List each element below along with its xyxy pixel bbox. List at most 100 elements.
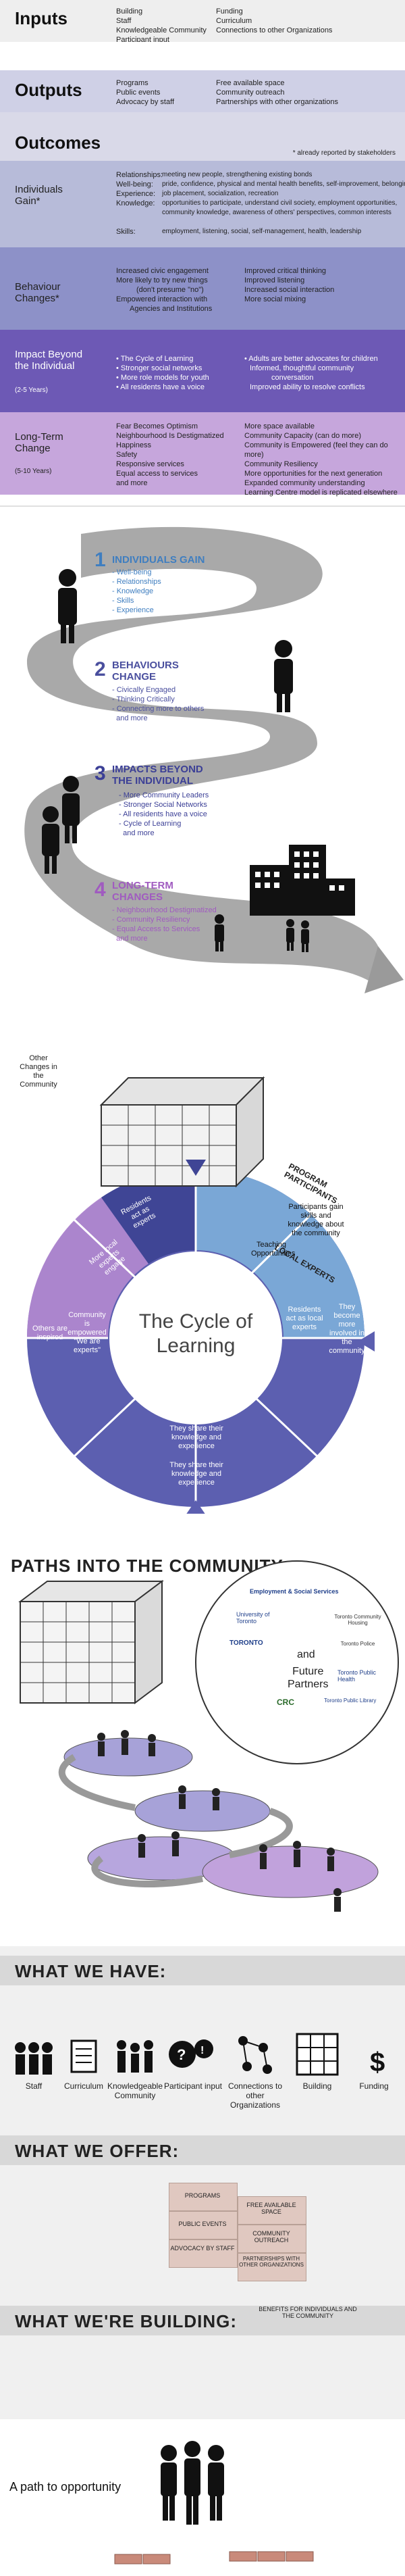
- brick-label: ADVOCACY BY STAFF: [170, 2245, 235, 2252]
- cycle-segment: Others are inspired: [32, 1324, 68, 1341]
- inputs-col1: Building Staff Knowledgeable Community P…: [116, 7, 207, 45]
- step1-item: - Relationships: [112, 578, 161, 586]
- step2-item: and more: [112, 714, 148, 722]
- step3-item: - More Community Leaders: [119, 791, 209, 799]
- partner-logo: CRC: [277, 1698, 294, 1707]
- key: Knowledge:: [116, 199, 155, 207]
- behaviour-col1: Increased civic engagement More likely t…: [116, 266, 212, 314]
- have-caption: Curriculum: [63, 2081, 103, 2091]
- step2-title-line: CHANGE: [112, 671, 157, 683]
- outputs-item: Community outreach: [216, 89, 285, 97]
- partner-logo: Toronto Public Health: [338, 1669, 377, 1683]
- brick-label: PROGRAMS: [184, 2192, 221, 2199]
- connections-icon: [238, 2036, 272, 2074]
- step4-title-line: CHANGES: [112, 891, 163, 903]
- key: Well-being:: [116, 180, 153, 189]
- cycle-title: The Cycle of Learning: [109, 1310, 282, 1358]
- val: meeting new people, strengthening existi…: [162, 171, 313, 178]
- cycle-center: [109, 1252, 282, 1425]
- have-caption: Knowledgeable Community: [107, 2081, 163, 2100]
- step4-list: - Neighbourhood Destigmatized - Communit…: [112, 906, 217, 943]
- longterm-label: Long-Term Change: [15, 431, 63, 454]
- val: job placement, socialization, recreation: [162, 190, 279, 197]
- step2-item: - Connecting more to others: [112, 705, 205, 713]
- person-icon: [161, 2441, 224, 2525]
- item: • The Cycle of Learning: [116, 355, 194, 363]
- step2-number: 2: [94, 658, 106, 680]
- partners-future: Future Partners: [288, 1665, 328, 1691]
- longterm-col1: Fear Becomes Optimism Neighbourhood Is D…: [116, 422, 224, 488]
- path-section: 1 INDIVIDUALS GAIN - Well-being - Relati…: [0, 514, 405, 1027]
- step4-item: - Equal Access to Services: [112, 925, 200, 933]
- step1-item: - Knowledge: [112, 587, 154, 595]
- cycle-arrow: [186, 1160, 206, 1176]
- path-arrow: [91, 1856, 203, 1887]
- impact-sub: (2-5 Years): [15, 387, 48, 394]
- community-icon: [117, 2040, 153, 2073]
- item: More likely to try new things: [116, 276, 208, 284]
- step3-item: - All residents have a voice: [119, 810, 207, 818]
- step1-title: INDIVIDUALS GAIN: [112, 554, 205, 566]
- building-title: WHAT WE'RE BUILDING:: [15, 2311, 237, 2331]
- inputs-band: Inputs Building Staff Knowledgeable Comm…: [0, 0, 405, 45]
- participant-input-icon: ? !: [169, 2039, 213, 2068]
- impact-col2: • Adults are better advocates for childr…: [244, 354, 378, 392]
- item: Community Resiliency: [244, 460, 318, 468]
- step3-number: 3: [94, 762, 106, 785]
- cycle-ring-dark: [101, 1168, 196, 1264]
- step1-item: - Experience: [112, 606, 154, 614]
- step4-item: - Community Resiliency: [112, 916, 190, 924]
- item: Expanded community understanding: [244, 479, 365, 487]
- step4-item: and more: [112, 935, 148, 943]
- road-arrow: [364, 946, 404, 993]
- step2-title-line: BEHAVIOURS: [112, 660, 179, 671]
- cycle-ring-light: [196, 1169, 364, 1338]
- outputs-item: Public events: [116, 89, 161, 97]
- item: (don't presume "no"): [136, 286, 204, 294]
- step1-number: 1: [94, 549, 106, 571]
- brick: [238, 2196, 306, 2225]
- brick-label: PARTNERSHIPS WITH OTHER ORGANIZATIONS: [239, 2256, 304, 2268]
- outputs-col1: Programs Public events Advocacy by staff: [116, 78, 174, 107]
- step4-title: LONG-TERM CHANGES: [112, 880, 173, 903]
- item: Improved critical thinking: [244, 267, 327, 275]
- item: More space available: [244, 422, 315, 430]
- outputs-title: Outputs: [15, 80, 82, 100]
- step2-title: BEHAVIOURS CHANGE: [112, 660, 179, 683]
- path-platform: [134, 1790, 271, 1832]
- behaviour-band: Behaviour Changes* Increased civic engag…: [0, 247, 405, 330]
- impact-label: Impact Beyond the Individual: [15, 349, 83, 372]
- opportunity-text: A path to opportunity: [9, 2480, 122, 2494]
- partner-logo: Toronto Police: [340, 1641, 375, 1647]
- have-caption: Staff: [25, 2081, 43, 2091]
- step3-title-line: IMPACTS BEYOND: [112, 764, 203, 775]
- step3-title: IMPACTS BEYOND THE INDIVIDUAL: [112, 764, 203, 787]
- step3-list: - More Community Leaders - Stronger Soci…: [119, 791, 209, 838]
- item: Equal access to services: [116, 470, 198, 478]
- item: Improved listening: [244, 276, 305, 284]
- val: employment, listening, social, self-mana…: [162, 228, 362, 235]
- paths-illustration: [18, 1560, 399, 1912]
- partner-circle: [195, 1560, 399, 1764]
- other-changes-label: Other Changes in the Community: [20, 1054, 57, 1089]
- step4-item: - Neighbourhood Destigmatized: [112, 906, 217, 914]
- key: Skills:: [116, 228, 136, 236]
- step3-title-line: THE INDIVIDUAL: [112, 775, 193, 787]
- step1-item: - Skills: [112, 597, 134, 605]
- outputs-band: Outputs Programs Public events Advocacy …: [0, 70, 405, 112]
- brick: [169, 2183, 238, 2211]
- brick-label: FREE AVAILABLE SPACE: [246, 2202, 296, 2215]
- person-icon: [58, 569, 77, 643]
- inputs-item: Staff: [116, 17, 132, 25]
- partners-future-line: Future: [292, 1666, 324, 1677]
- behaviour-col2: Improved critical thinking Improved list…: [244, 266, 334, 304]
- cycle-ring-purple: [26, 1197, 148, 1338]
- step4-title-line: LONG-TERM: [112, 880, 173, 891]
- path-arrow: [229, 1808, 293, 1858]
- step3-item: - Cycle of Learning: [119, 820, 182, 828]
- person-icon: [286, 919, 294, 951]
- paths-section: PATHS INTO THE COMMUNITY: [0, 1541, 405, 1919]
- cycle-dividers: [27, 1169, 364, 1507]
- item: Fear Becomes Optimism: [116, 422, 198, 430]
